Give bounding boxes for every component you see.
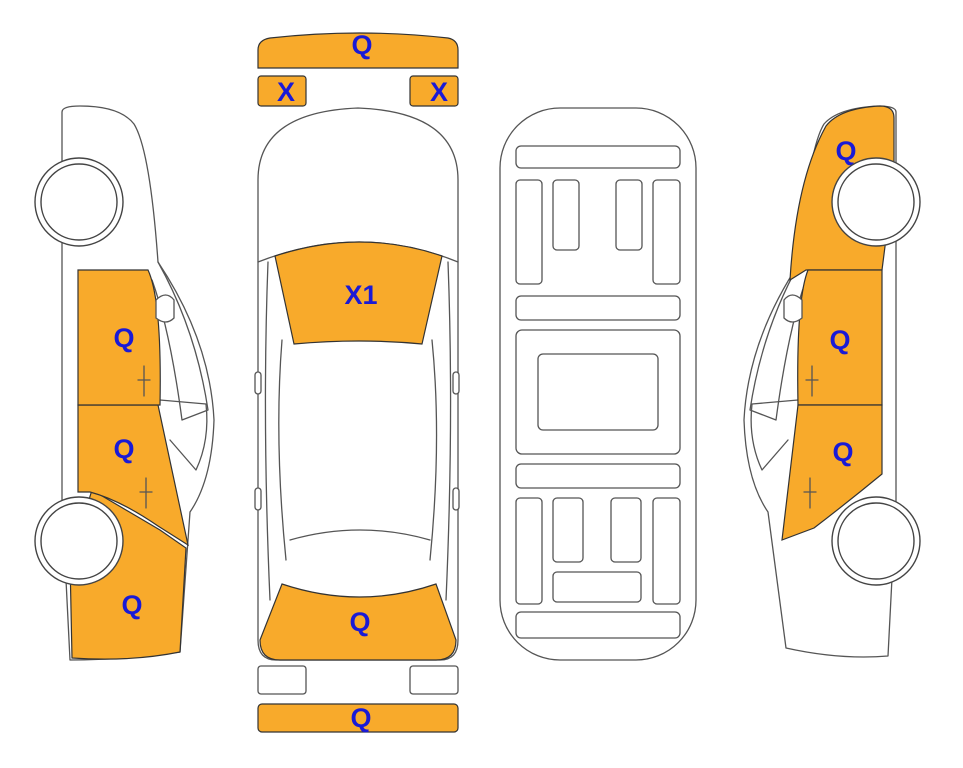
right-rear-door-handle <box>803 477 817 509</box>
front-bumper-panel[interactable] <box>257 32 459 69</box>
underbody-rear-left-cell <box>552 497 584 563</box>
underbody-rear-left-rail <box>515 497 543 605</box>
left-side-view: Q Q Q <box>34 105 215 661</box>
front-bumper-code: Q <box>351 30 372 60</box>
right-rear-wheel-hub <box>837 502 915 580</box>
top-left-inner-line <box>278 339 287 561</box>
left-mirror-rear <box>254 487 262 511</box>
right-side-mirror <box>783 294 803 323</box>
right-front-wheel-hub <box>837 163 915 241</box>
left-front-wheel-hub <box>40 163 118 241</box>
rear-bumper-code: Q <box>350 703 371 733</box>
front-left-light-panel[interactable] <box>257 75 307 107</box>
left-side-mirror <box>155 294 175 323</box>
left-rear-door-handle <box>139 477 153 509</box>
left-front-door-panel[interactable] <box>77 269 161 406</box>
left-rear-quarter-code: Q <box>121 590 142 620</box>
right-front-door-code: Q <box>829 325 850 355</box>
underbody-center-plate <box>537 353 659 431</box>
top-body-outline <box>257 107 459 661</box>
rear-bumper-panel[interactable] <box>257 703 459 733</box>
underbody-front-left-cell <box>552 179 580 251</box>
underbody-rear-right-cell <box>610 497 642 563</box>
front-right-light-panel[interactable] <box>409 75 459 107</box>
right-front-door-handle <box>805 365 819 397</box>
right-mirror-rear <box>452 487 460 511</box>
underbody-view <box>499 107 697 661</box>
right-rear-door-code: Q <box>832 437 853 467</box>
underbody-rear-right-rail <box>652 497 681 605</box>
underbody-front-left-rail <box>515 179 543 285</box>
underbody-front-right-rail <box>652 179 681 285</box>
underbody-mid-bar-2 <box>515 463 681 489</box>
top-view: Q X X X1 Q Q <box>254 30 460 733</box>
rear-window-panel[interactable] <box>259 583 457 661</box>
right-mirror <box>452 371 460 395</box>
left-front-door-code: Q <box>113 323 134 353</box>
left-front-door-handle <box>137 365 151 397</box>
underbody-front-right-cell <box>615 179 643 251</box>
windshield-code: X1 <box>344 280 377 310</box>
left-mirror <box>254 371 262 395</box>
underbody-front-bar <box>515 145 681 169</box>
left-rear-door-code: Q <box>113 434 134 464</box>
rear-window-code: Q <box>349 607 370 637</box>
rear-left-light <box>257 665 307 695</box>
underbody-rear-cross-cell <box>552 571 642 603</box>
left-side-window-line-2 <box>159 399 208 471</box>
left-rear-door-panel[interactable] <box>77 404 189 547</box>
underbody-mid-bar-1 <box>515 295 681 321</box>
front-left-light-code: X <box>277 77 295 107</box>
right-front-fender-code: Q <box>835 136 856 166</box>
top-right-inner-line <box>429 339 438 561</box>
right-rear-door-panel[interactable] <box>781 404 883 541</box>
windshield-panel[interactable] <box>274 241 443 345</box>
right-side-window-line-2 <box>750 399 799 471</box>
underbody-rear-bar <box>515 611 681 639</box>
roof-rear-line <box>289 529 431 541</box>
top-right-side-line <box>445 261 452 601</box>
right-side-view: Q Q Q <box>743 105 921 658</box>
left-rear-wheel-hub <box>40 502 118 580</box>
top-left-side-line <box>264 261 271 601</box>
front-right-light-code: X <box>430 77 448 107</box>
rear-right-light <box>409 665 459 695</box>
